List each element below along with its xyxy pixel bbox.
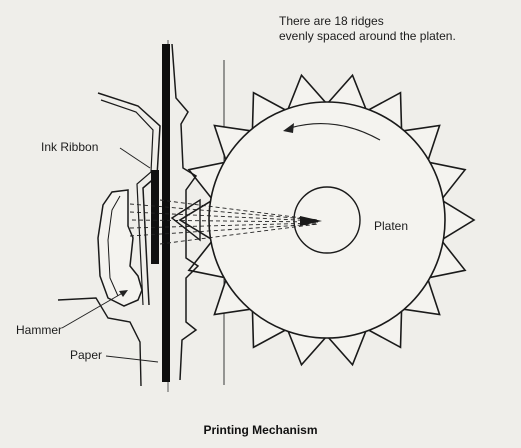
- hammer-label: Hammer: [16, 323, 63, 337]
- ribbon-bracket: [97, 92, 161, 306]
- hammer-pointer-head: [119, 290, 128, 297]
- rotation-arrow-head: [283, 123, 294, 133]
- hammer-pointer: [61, 290, 127, 329]
- impact-wedge: [170, 198, 201, 242]
- base-bracket: [57, 297, 142, 387]
- paper-label: Paper: [70, 348, 103, 362]
- paper-pointer: [105, 355, 159, 363]
- print-hammer-edge: [107, 195, 121, 297]
- paper-guide: [171, 43, 200, 381]
- rotation-arrow: [289, 123, 381, 141]
- paper-sheet: [162, 44, 170, 382]
- platen-label: Platen: [374, 219, 409, 233]
- ink-ribbon: [151, 170, 159, 264]
- figure-caption: Printing Mechanism: [203, 423, 318, 437]
- ridge-note-line2: evenly spaced around the platen.: [279, 29, 456, 43]
- ridge-note-line1: There are 18 ridges: [279, 14, 384, 28]
- platen-gear: [178, 73, 476, 367]
- impact-lines: [129, 199, 319, 245]
- print-hammer: [97, 189, 143, 307]
- ribbon-bracket-inner: [100, 99, 154, 306]
- impact-point: [300, 216, 322, 226]
- ink-ribbon-label: Ink Ribbon: [41, 140, 99, 154]
- ink-ribbon-pointer: [119, 147, 151, 169]
